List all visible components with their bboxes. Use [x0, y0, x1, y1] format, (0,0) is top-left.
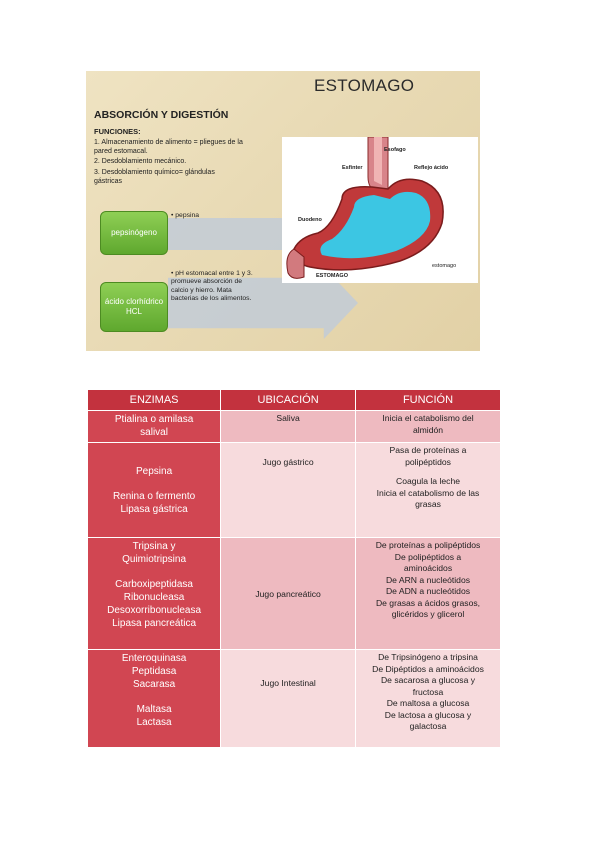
location-text: Saliva: [276, 413, 300, 423]
function-text: fructosa: [412, 686, 444, 697]
function-text: aminoácidos: [403, 563, 453, 573]
hcl-bullet: • pH estomacal entre 1 y 3. promueve abs…: [171, 270, 253, 303]
stomach-diagram: Esofago Esfinter Reflejo ácido Duodeno E…: [282, 136, 478, 283]
pepsin-bullet: • pepsina: [171, 212, 200, 219]
enzyme-name: Ribonucleasa: [123, 592, 185, 603]
stomach-illustration: [286, 136, 444, 279]
function-text: galactosa: [409, 721, 447, 731]
function-text: grasas: [415, 499, 441, 509]
hcl-box: ácido clorhídrico HCL: [100, 282, 168, 332]
esophagus-label: Esofago: [384, 147, 406, 153]
enzyme-cell: Pepsina Renina o fermento Lipasa gástric…: [86, 442, 222, 538]
functions-list: 1. Almacenamiento de alimento = pliegues…: [94, 138, 244, 187]
function-text: De lactosa a glucosa y: [384, 709, 472, 720]
location-cell: Jugo pancreático: [220, 537, 357, 650]
enzyme-name: Tripsina y: [132, 541, 176, 552]
function-text: Pasa de proteínas a: [389, 445, 467, 455]
enzyme-name: Renina o fermento: [112, 490, 196, 502]
function-cell: Inicia el catabolismo del almidón: [355, 410, 501, 443]
function-item: 2. Desdoblamiento mecánico.: [94, 158, 187, 166]
enzyme-name: Lipasa pancreática: [112, 618, 197, 629]
enzymes-table: ENZIMAS UBICACIÓN FUNCIÓN Ptialina o ami…: [86, 389, 501, 748]
function-text: De maltosa a glucosa: [386, 698, 470, 708]
location-text: Jugo Intestinal: [260, 678, 316, 688]
enzyme-name: Peptidasa: [131, 666, 177, 677]
header-enzymes: ENZIMAS: [86, 389, 222, 411]
slide-title: ESTOMAGO: [314, 76, 415, 95]
table-row: Tripsina y Quimiotripsina Carboxipeptida…: [86, 537, 501, 650]
function-text: De ARN a nucleótidos: [385, 574, 471, 585]
enzyme-name: Maltasa: [136, 704, 172, 715]
functions-heading: FUNCIONES:: [94, 127, 141, 136]
enzyme-name: Sacarasa: [132, 679, 176, 690]
stomach-label-lower: estomago: [432, 263, 457, 269]
slide-subtitle: ABSORCIÓN Y DIGESTIÓN: [94, 109, 229, 121]
enzyme-cell: Ptialina o amilasa salival: [86, 410, 222, 443]
location-cell: Jugo Intestinal: [220, 649, 357, 748]
function-cell: Pasa de proteínas a polipéptidos Coagula…: [355, 442, 501, 538]
enzyme-cell: Tripsina y Quimiotripsina Carboxipeptida…: [86, 537, 222, 650]
pepsinogen-box: pepsinógeno: [100, 211, 168, 255]
acid-reflux-label: Reflejo ácido: [414, 165, 449, 171]
function-text: De proteínas a polipéptidos: [375, 540, 481, 550]
enzyme-name: Lipasa gástrica: [120, 503, 188, 515]
function-item: 3. Desdoblamiento químico= glándulas gás…: [94, 168, 215, 185]
stomach-label-upper: ESTOMAGO: [316, 273, 348, 279]
location-text: Jugo gástrico: [262, 457, 314, 467]
function-text: De Tripsinógeno a tripsina: [378, 652, 478, 662]
table-row: Ptialina o amilasa salival Saliva Inicia…: [86, 410, 501, 443]
function-text: Inicia el catabolismo de las: [376, 487, 480, 498]
function-text: De sacarosa a glucosa y: [380, 675, 476, 685]
function-cell: De proteínas a polipéptidos De polipépti…: [355, 537, 501, 650]
table-header-row: ENZIMAS UBICACIÓN FUNCIÓN: [86, 389, 501, 411]
enzyme-name: Carboxipeptidasa: [115, 579, 193, 590]
function-text: polipéptidos: [405, 456, 451, 467]
header-location: UBICACIÓN: [220, 389, 357, 411]
function-text: Inicia el catabolismo del: [382, 413, 474, 423]
table-row: Enteroquinasa Peptidasa Sacarasa Maltasa…: [86, 649, 501, 748]
enzyme-name: Lactasa: [136, 717, 172, 728]
enzyme-name: Desoxorribonucleasa: [107, 605, 202, 616]
enzyme-cell: Enteroquinasa Peptidasa Sacarasa Maltasa…: [86, 649, 222, 748]
enzyme-name: Quimiotripsina: [122, 554, 187, 565]
sphincter-label: Esfinter: [342, 165, 363, 171]
stomach-slide: ESTOMAGO ABSORCIÓN Y DIGESTIÓN FUNCIONES…: [86, 71, 480, 351]
location-cell: Saliva: [220, 410, 357, 443]
function-text: De polipéptidos a: [394, 551, 462, 562]
enzyme-name: Pepsina: [136, 465, 173, 477]
function-text: glicéridos y glicerol: [391, 609, 465, 619]
function-cell: De Tripsinógeno a tripsina De Dipéptidos…: [355, 649, 501, 748]
location-text: Jugo pancreático: [255, 588, 321, 599]
enzyme-name: Ptialina o amilasa: [114, 414, 194, 425]
duodenum-label: Duodeno: [298, 217, 322, 223]
enzyme-name: salival: [140, 427, 168, 438]
header-function: FUNCIÓN: [355, 389, 501, 411]
function-text: De grasas a ácidos grasos,: [375, 597, 481, 608]
function-item: 1. Almacenamiento de alimento = pliegues…: [94, 139, 243, 156]
location-cell: Jugo gástrico: [220, 442, 357, 538]
enzyme-name: Enteroquinasa: [121, 653, 187, 664]
function-text: De Dipéptidos a aminoácidos: [372, 663, 484, 674]
function-text: De ADN a nucleótidos: [385, 586, 471, 596]
function-text: almidón: [412, 424, 444, 435]
function-text: Coagula la leche: [395, 476, 461, 486]
table-row: Pepsina Renina o fermento Lipasa gástric…: [86, 442, 501, 538]
